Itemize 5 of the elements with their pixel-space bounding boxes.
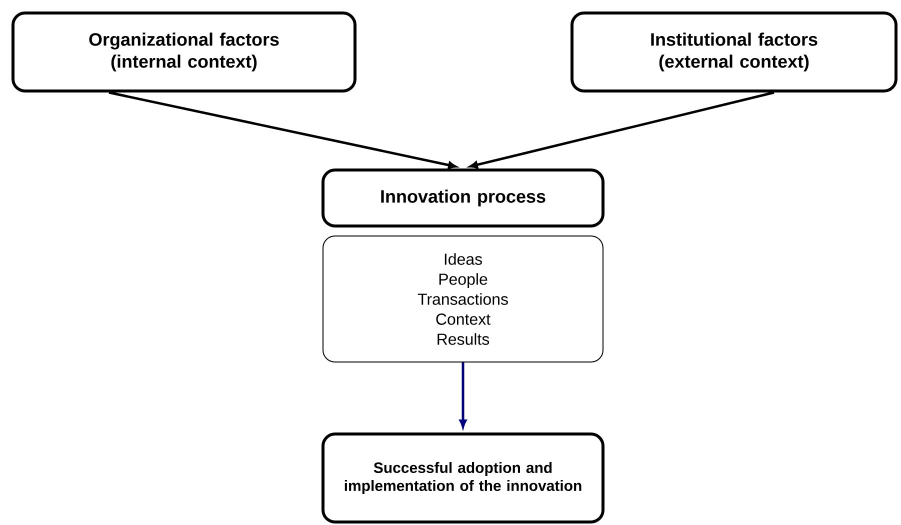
process-box: Innovation process (322, 168, 604, 228)
process-box: Ideas People Transactions Context Results (322, 236, 604, 362)
process-box: Institutional factors (external context) (570, 12, 898, 92)
process-box: Organizational factors (internal context) (12, 12, 356, 92)
process-box: Successful adoption and implementation of the innovation (322, 432, 604, 524)
